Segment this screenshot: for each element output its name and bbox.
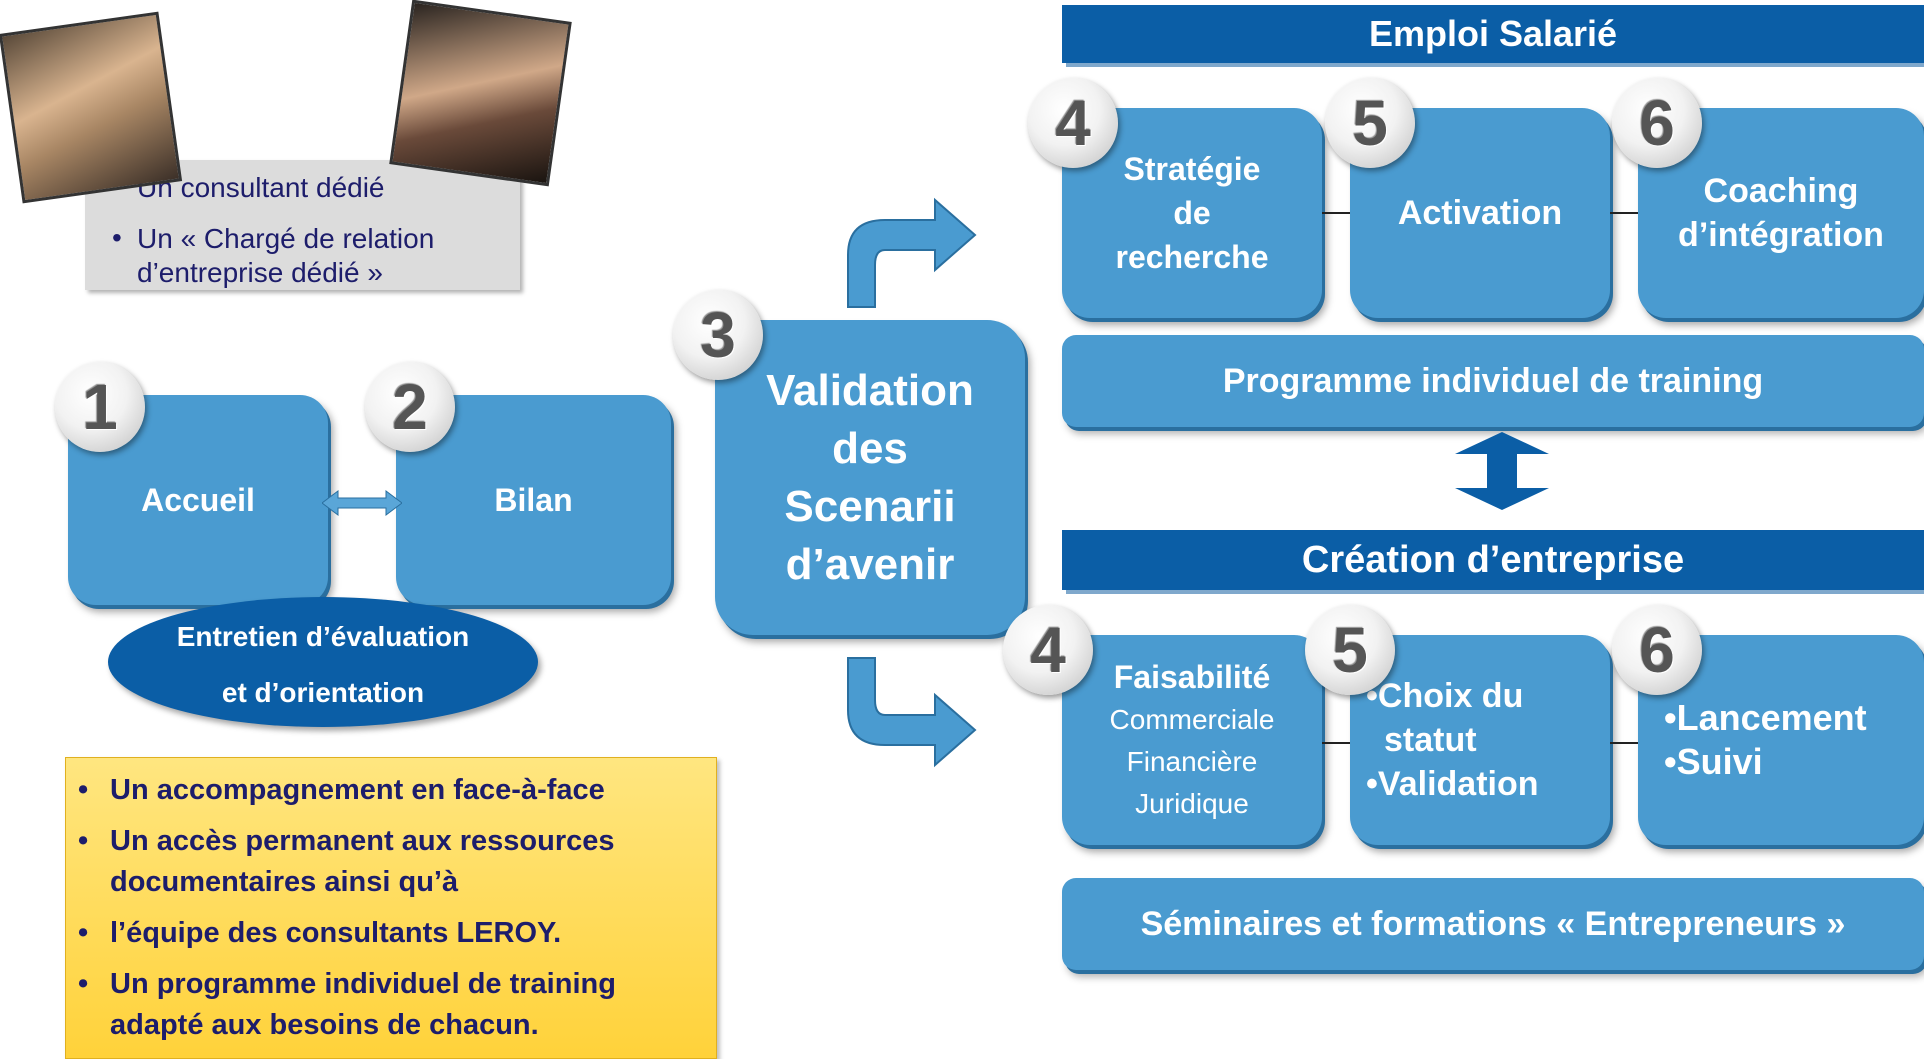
connector-line — [1610, 212, 1638, 214]
step-number-1: 1 — [55, 362, 145, 452]
step-number-6: 6 — [1612, 78, 1702, 168]
feature-item: l’équipe des consultants LEROY. — [66, 913, 616, 954]
strategie-line-2: de — [1173, 195, 1211, 231]
faisabilite-sub-3: Juridique — [1135, 788, 1249, 819]
feature-item-continued: adapté aux besoins de chacun. — [110, 1009, 539, 1041]
creation-header: Création d’entreprise — [1062, 530, 1924, 590]
training-label: Programme individuel de training — [1222, 361, 1764, 400]
seminaires-label: Séminaires et formations « Entrepreneurs… — [1140, 904, 1846, 943]
faisabilite-sub-1: Commerciale — [1109, 704, 1275, 735]
feature-item: Un programme individuel de training — [66, 964, 616, 1005]
oval-line-1: Entretien d’évaluation — [176, 621, 470, 652]
connector-line — [1610, 742, 1638, 744]
validation-line-4: d’avenir — [785, 539, 955, 589]
accueil-label: Accueil — [141, 481, 255, 518]
arrow-up-right-icon — [847, 197, 977, 308]
step-number-6: 6 — [1612, 605, 1702, 695]
connector-line — [1322, 742, 1350, 744]
connector-line — [1322, 212, 1350, 214]
consultant-photo-man — [0, 11, 183, 204]
bilan-label: Bilan — [494, 481, 573, 518]
features-list: Un accompagnement en face-à-face Un accè… — [66, 770, 616, 1046]
coaching-line-2: d’intégration — [1678, 216, 1884, 254]
bullet-dot: • — [112, 222, 122, 253]
feature-item: Un accompagnement en face-à-face — [66, 770, 616, 811]
step-number-3: 3 — [673, 290, 763, 380]
feature-item: Un accès permanent aux ressources — [66, 821, 616, 862]
bilan-box: Bilan — [396, 395, 671, 605]
suivi-text: Suivi — [1676, 741, 1763, 782]
lancement-line: •Lancement — [1664, 697, 1867, 738]
coaching-box: Coaching d’intégration — [1638, 108, 1924, 318]
validation-line-1: Validation — [766, 365, 974, 415]
strategie-line-3: recherche — [1115, 239, 1269, 275]
consultant-line-2b: d’entreprise dédié » — [137, 257, 383, 288]
consultant-photo-woman — [389, 0, 572, 187]
validation-line: •Validation — [1366, 765, 1539, 803]
emploi-header-label: Emploi Salarié — [1368, 13, 1618, 54]
suivi-line: •Suivi — [1664, 741, 1763, 782]
lancement-text: Lancement — [1676, 697, 1867, 738]
step-number-2: 2 — [365, 362, 455, 452]
consultant-line-2: Un « Chargé de relation d’entreprise déd… — [137, 222, 434, 290]
oval-line-2: et d’orientation — [221, 677, 425, 708]
choix-line-1-text: Choix du — [1377, 677, 1524, 715]
vertical-double-arrow-icon — [1455, 432, 1549, 510]
choix-line-2: statut — [1384, 721, 1477, 759]
evaluation-oval: Entretien d’évaluation et d’orientation — [108, 597, 538, 727]
validation-text: Validation — [1377, 765, 1539, 803]
feature-item-continued: documentaires ainsi qu’à — [110, 866, 459, 898]
creation-header-label: Création d’entreprise — [1301, 538, 1685, 581]
step-number-4: 4 — [1003, 605, 1093, 695]
faisabilite-sub-2: Financière — [1126, 746, 1258, 777]
coaching-line-1: Coaching — [1703, 172, 1859, 210]
arrow-down-right-icon — [847, 657, 977, 768]
seminaires-bar: Séminaires et formations « Entrepreneurs… — [1062, 878, 1924, 970]
activation-label: Activation — [1397, 193, 1563, 232]
emploi-header: Emploi Salarié — [1062, 5, 1924, 63]
strategie-line-1: Stratégie — [1123, 151, 1261, 187]
validation-line-2: des — [832, 423, 908, 473]
validation-line-3: Scenarii — [784, 481, 956, 531]
faisabilite-label: Faisabilité — [1113, 659, 1271, 695]
training-bar: Programme individuel de training — [1062, 335, 1924, 427]
consultant-box: Un consultant dédié • Un « Chargé de rel… — [85, 160, 520, 290]
faisabilite-box: Faisabilité Commerciale Financière Jurid… — [1062, 635, 1322, 845]
choix-box: •Choix du statut •Validation — [1350, 635, 1610, 845]
step-number-5: 5 — [1305, 605, 1395, 695]
step-number-5: 5 — [1325, 78, 1415, 168]
validation-box: Validation des Scenarii d’avenir — [715, 320, 1025, 635]
consultant-line-2a: Un « Chargé de relation — [137, 223, 435, 254]
features-box: Un accompagnement en face-à-face Un accè… — [65, 757, 717, 1059]
choix-line-1: •Choix du — [1366, 677, 1524, 715]
step-number-4: 4 — [1028, 78, 1118, 168]
double-arrow-icon — [322, 490, 402, 516]
